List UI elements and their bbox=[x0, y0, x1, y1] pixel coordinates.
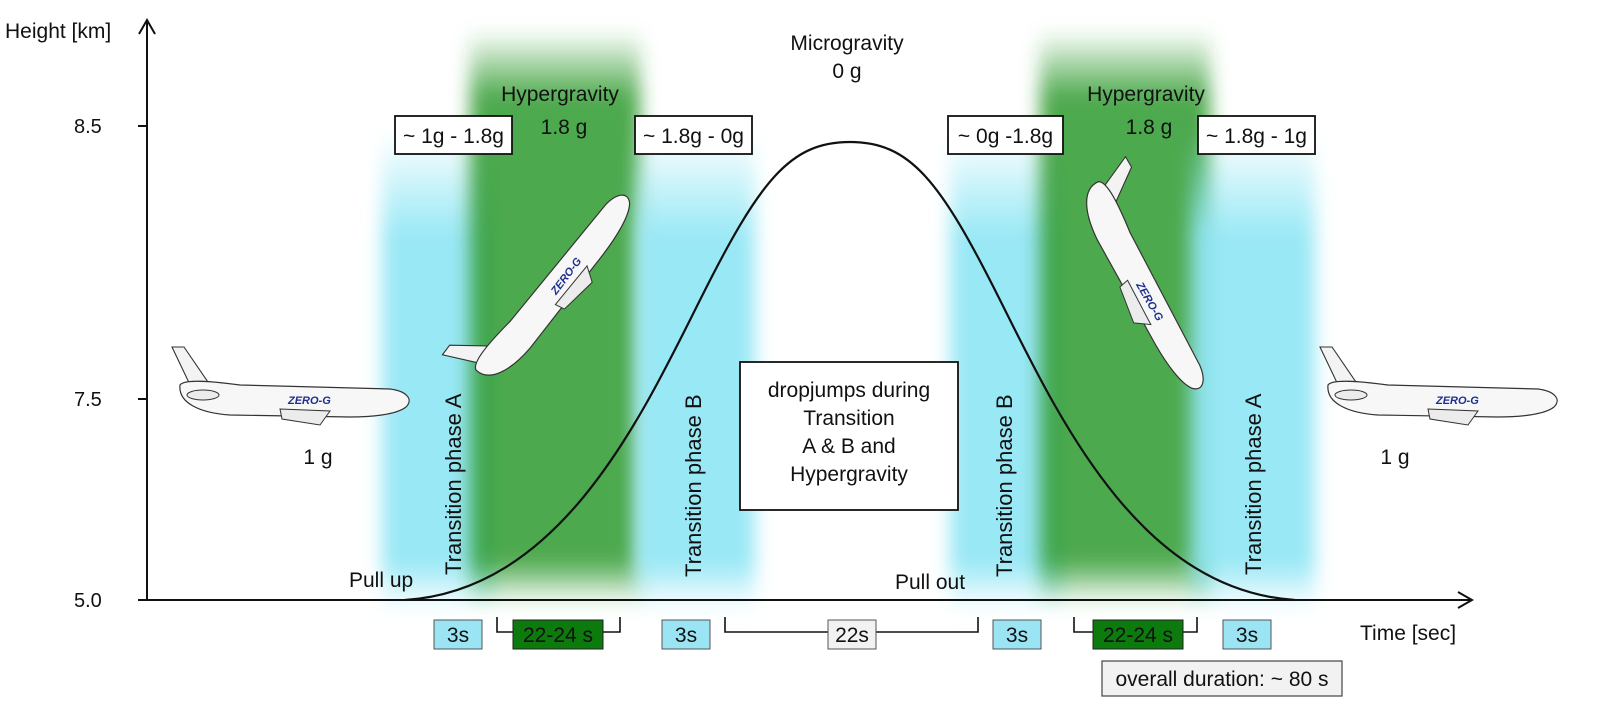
airplane-icon: ZERO-G bbox=[1086, 155, 1204, 390]
note-line-2: Transition bbox=[803, 407, 894, 430]
band-transition-b-left bbox=[635, 130, 755, 610]
flight-trajectory-curve bbox=[404, 140, 1296, 602]
aircraft-level-right: ZERO-G bbox=[1319, 346, 1558, 426]
g-box-2: ~ 1.8g - 0g bbox=[634, 115, 753, 155]
timeline-box-4-text: 22s bbox=[835, 624, 869, 647]
hypergravity-right-label: Hypergravity bbox=[1087, 83, 1205, 106]
y-tick-label-7-5: 7.5 bbox=[74, 389, 102, 411]
g-box-3-text: ~ 0g -1.8g bbox=[958, 125, 1053, 148]
y-axis-arrow bbox=[138, 17, 156, 35]
aircraft-climb: ZERO-G bbox=[441, 194, 631, 376]
airplane-icon: ZERO-G bbox=[1319, 346, 1558, 426]
x-axis-arrow bbox=[1457, 591, 1475, 609]
timeline-box-6-text: 22-24 s bbox=[1103, 624, 1173, 647]
axes: Height [km] 8.5 7.5 5.0 Time [sec] bbox=[5, 17, 1475, 645]
y-tick-label-8-5: 8.5 bbox=[74, 116, 102, 138]
timeline-box-1-text: 3s bbox=[447, 624, 469, 647]
transition-b-left-label: Transition phase B bbox=[681, 394, 706, 577]
overall-duration-box bbox=[1101, 660, 1343, 697]
g-box-4: ~ 1.8g - 1g bbox=[1197, 115, 1316, 155]
timeline-box-7-text: 3s bbox=[1236, 624, 1258, 647]
aircraft-descent: ZERO-G bbox=[1086, 155, 1204, 390]
timeline-box-3 bbox=[661, 619, 711, 650]
pull-out-label: Pull out bbox=[895, 571, 965, 594]
overall-duration-text: overall duration: ~ 80 s bbox=[1115, 668, 1328, 691]
x-axis-label: Time [sec] bbox=[1360, 622, 1456, 645]
transition-a-left-label: Transition phase A bbox=[441, 393, 466, 575]
timeline-box-7 bbox=[1222, 619, 1272, 650]
transition-a-right-label: Transition phase A bbox=[1241, 393, 1266, 575]
microgravity-value: 0 g bbox=[832, 60, 861, 83]
timeline-box-5 bbox=[992, 619, 1042, 650]
timeline-box-2-text: 22-24 s bbox=[523, 624, 593, 647]
y-axis-label: Height [km] bbox=[5, 20, 111, 43]
g-box-3: ~ 0g -1.8g bbox=[947, 115, 1064, 155]
band-hyper-right bbox=[1040, 30, 1210, 605]
timeline-box-1 bbox=[433, 619, 483, 650]
livery-text-right: ZERO-G bbox=[1435, 395, 1479, 407]
transition-b-right-label: Transition phase B bbox=[992, 394, 1017, 577]
g-box-1: ~ 1g - 1.8g bbox=[394, 115, 513, 155]
airplane-icon: ZERO-G bbox=[441, 194, 631, 376]
timeline-box-5-text: 3s bbox=[1006, 624, 1028, 647]
level-left-label: 1 g bbox=[303, 446, 332, 469]
note-line-1: dropjumps during bbox=[768, 379, 930, 402]
airplane-icon: ZERO-G bbox=[171, 346, 410, 426]
band-transition-a-right bbox=[1190, 130, 1315, 610]
phase-bands bbox=[382, 30, 1315, 610]
timeline-box-3-text: 3s bbox=[675, 624, 697, 647]
dropjumps-note: dropjumps during Transition A & B and Hy… bbox=[739, 361, 959, 511]
hypergravity-right-value: 1.8 g bbox=[1126, 116, 1173, 139]
note-line-4: Hypergravity bbox=[790, 463, 908, 486]
note-line-3: A & B and bbox=[802, 435, 895, 458]
timeline-box-4 bbox=[827, 619, 877, 650]
timeline: 3s 22-24 s 3s 22s 3s 22-24 s 3s overall … bbox=[433, 617, 1343, 697]
g-box-4-text: ~ 1.8g - 1g bbox=[1206, 125, 1307, 148]
g-box-1-text: ~ 1g - 1.8g bbox=[403, 125, 504, 148]
hypergravity-left-value: 1.8 g bbox=[541, 116, 588, 139]
timeline-box-6 bbox=[1092, 619, 1184, 650]
microgravity-label: Microgravity bbox=[790, 32, 904, 55]
livery-text-left: ZERO-G bbox=[287, 395, 331, 407]
y-tick-label-5-0: 5.0 bbox=[74, 590, 102, 612]
level-right-label: 1 g bbox=[1380, 446, 1409, 469]
pull-up-label: Pull up bbox=[349, 569, 413, 592]
g-box-2-text: ~ 1.8g - 0g bbox=[643, 125, 744, 148]
aircraft-level-left: ZERO-G bbox=[171, 346, 410, 426]
timeline-box-2 bbox=[512, 619, 604, 650]
hypergravity-left-label: Hypergravity bbox=[501, 83, 619, 106]
